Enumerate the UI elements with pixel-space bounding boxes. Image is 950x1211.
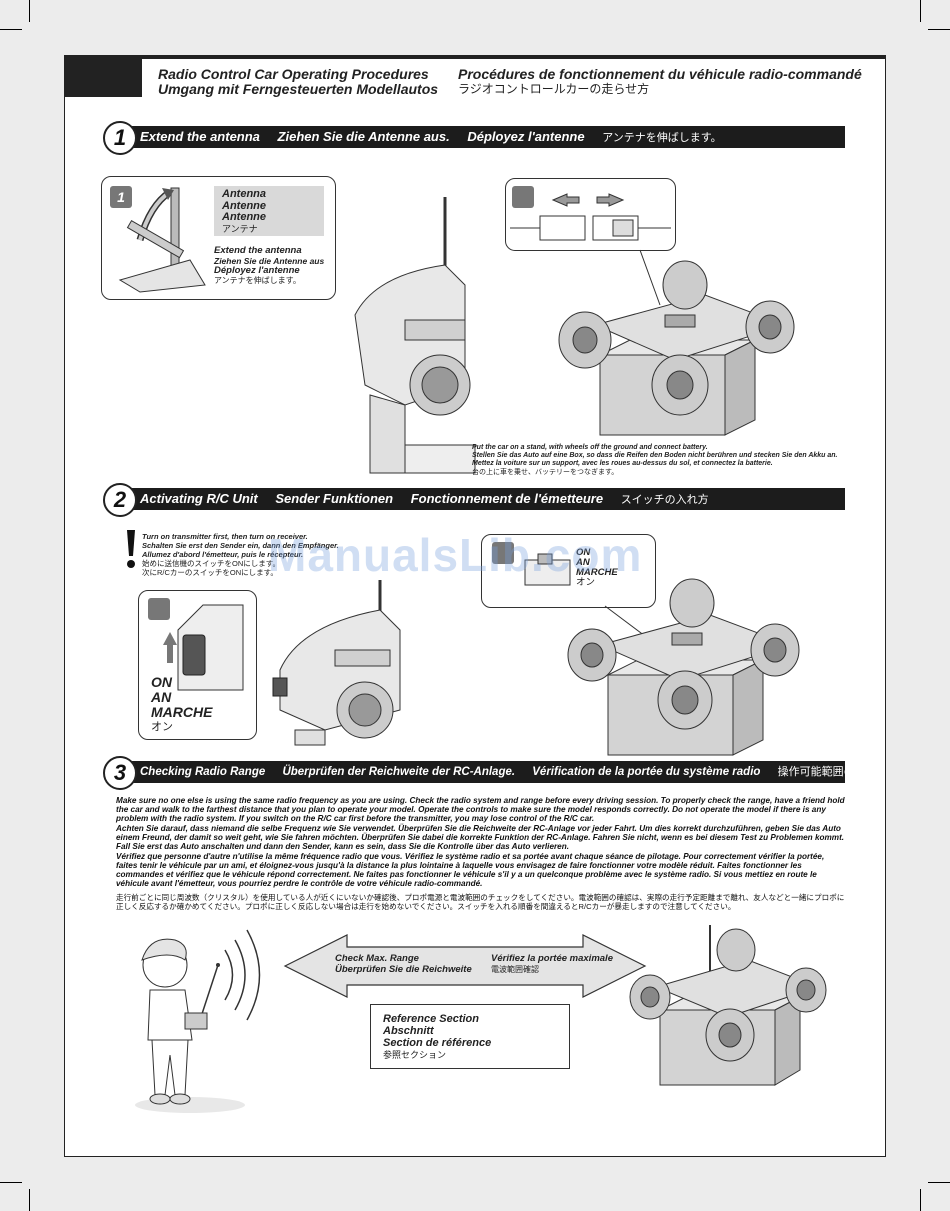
arrow-label-de: Überprüfen Sie die Reichweite <box>335 963 472 975</box>
stand-caption: Put the car on a stand, with wheels off … <box>472 444 838 477</box>
receiver-switch-illustration <box>524 553 571 586</box>
crop-mark <box>920 1189 921 1211</box>
reference-en: Reference Section <box>383 1013 479 1025</box>
step-3-title-jp: 操作可能範囲の確認 <box>777 766 845 778</box>
callout-pointer <box>639 249 661 306</box>
antenna-label-fr: Antenne <box>222 211 266 223</box>
on-label-de-2: AN <box>576 557 590 568</box>
range-paragraph-de: Achten Sie darauf, dass niemand die selb… <box>116 824 845 851</box>
inset-badge: 1 <box>110 186 132 208</box>
step-1-title-fr: Déployez l'antenne <box>467 129 585 144</box>
arrow-label-fr: Vérifiez la portée maximale <box>491 953 613 964</box>
antenna-label: Antenna Antenne Antenne アンテナ <box>222 188 266 235</box>
extend-caption-de: Ziehen Sie die Antenne aus <box>214 256 325 266</box>
range-paragraph-fr: Vérifiez que personne d'autre n'utilise … <box>116 852 825 888</box>
warning-de: Schalten Sie erst den Sender ein, dann d… <box>142 541 339 550</box>
step-3-number: 3 <box>103 756 137 790</box>
step-2-title-en: Activating R/C Unit <box>140 491 258 506</box>
child-with-transmitter-illustration <box>135 929 261 1113</box>
stand-caption-fr: Mettez la voiture sur un support, avec l… <box>472 460 773 468</box>
on-label-jp: オン <box>151 721 173 733</box>
warning-jp-1: 始めに送信機のスイッチをONにします。 <box>142 559 280 568</box>
extend-caption-jp: アンテナを伸ばします。 <box>214 276 301 285</box>
header-rule <box>142 55 886 59</box>
step-3-title-en: Checking Radio Range <box>140 766 266 778</box>
crop-mark <box>0 1182 22 1183</box>
antenna-label-de: Antenne <box>222 199 266 212</box>
switch-illustration <box>163 604 244 691</box>
antenna-label-jp: アンテナ <box>222 223 258 234</box>
on-label-de: AN <box>151 689 172 705</box>
crop-mark <box>928 29 950 30</box>
transmitter-illustration <box>354 197 476 474</box>
on-label-en: ON <box>151 674 172 690</box>
arrow-label-en: Check Max. Range <box>335 953 419 964</box>
car-on-stand-illustration-3 <box>629 925 827 1086</box>
warning-jp-2: 次にR/CカーのスイッチをONにします。 <box>142 568 278 577</box>
step-2-number: 2 <box>103 483 137 517</box>
reference-jp: 参照セクション <box>383 1050 447 1060</box>
on-label-fr-2: MARCHE <box>576 567 618 578</box>
extend-caption: Extend the antenna Ziehen Sie die Antenn… <box>214 246 324 286</box>
crop-mark <box>928 1182 950 1183</box>
stand-caption-de: Stellen Sie das Auto auf eine Box, so da… <box>472 452 838 460</box>
crop-mark <box>29 0 30 22</box>
transmitter-illustration-2 <box>272 580 401 746</box>
step-2-title-fr: Fonctionnement de l'émetteure <box>410 491 604 506</box>
step-3-title-de: Überprüfen der Reichweite der RC-Anlage. <box>282 766 516 778</box>
car-on-stand-illustration <box>558 260 795 436</box>
connector-illustration <box>510 193 671 241</box>
car-on-stand-illustration-2 <box>567 578 800 756</box>
on-labels-right: ON AN MARCHE オン <box>576 548 618 588</box>
title-en: Radio Control Car Operating Procedures <box>158 66 429 82</box>
title-de: Umgang mit Ferngesteuerten Modellautos <box>158 81 439 97</box>
title-fr: Procédures de fonctionnement du véhicule… <box>458 66 862 82</box>
extend-caption-en: Extend the antenna <box>214 245 302 256</box>
warning-text: Turn on transmitter first, then turn on … <box>142 532 339 577</box>
crop-mark <box>920 0 921 22</box>
connector-inset-badge <box>512 186 534 208</box>
on-label-en-2: ON <box>576 547 591 558</box>
switch-inset-badge <box>148 598 170 620</box>
step-3-bar: Checking Radio Range Überprüfen der Reic… <box>120 761 845 783</box>
reference-fr: Section de référence <box>383 1037 492 1049</box>
step-1-number: 1 <box>103 121 137 155</box>
on-labels-left: ON AN MARCHE オン <box>151 675 212 735</box>
stand-caption-en: Put the car on a stand, with wheels off … <box>472 444 708 451</box>
on-label-fr: MARCHE <box>151 704 213 720</box>
crop-mark <box>0 29 22 30</box>
step-1-bar: Extend the antenna Ziehen Sie die Antenn… <box>120 126 845 148</box>
crop-mark <box>29 1189 30 1211</box>
step-2-bar: Activating R/C Unit Sender Funktionen Fo… <box>120 488 845 510</box>
step-2-title-de: Sender Funktionen <box>275 491 394 506</box>
stand-caption-jp: 台の上に車を乗せ、バッテリーをつなぎます。 <box>472 468 619 476</box>
on-label-jp-2: オン <box>576 577 596 588</box>
step-3-title-fr: Vérification de la portée du système rad… <box>532 766 761 778</box>
arrow-label-left: Check Max. Range Überprüfen Sie die Reic… <box>335 953 472 975</box>
arrow-label-jp: 電波範囲確認 <box>491 964 539 974</box>
reference-de: Abschnitt <box>383 1025 434 1037</box>
warning-en: Turn on transmitter first, then turn on … <box>142 532 308 541</box>
range-paragraph-en: Make sure no one else is using the same … <box>116 796 845 823</box>
warning-fr: Allumez d'abord l'émetteur, puis le réce… <box>142 550 304 559</box>
step-1-title-jp: アンテナを伸ばします。 <box>602 132 722 144</box>
antenna-extend-illustration <box>118 187 206 293</box>
watermark: ManualsLib.com <box>268 529 643 581</box>
reference-section-box: Reference Section Abschnitt Section de r… <box>370 1004 570 1069</box>
extend-caption-fr: Déployez l'antenne <box>214 265 300 276</box>
title-jp: ラジオコントロールカーの走らせ方 <box>458 82 650 96</box>
step-2-title-jp: スイッチの入れ方 <box>620 494 709 506</box>
range-paragraph-jp: 走行前ごとに同じ周波数（クリスタル）を使用している人が近くにいないか確認後、プロ… <box>116 893 845 911</box>
range-double-arrow <box>283 934 647 998</box>
warning-exclamation-icon <box>127 530 135 568</box>
header-block <box>64 55 142 97</box>
step-1-title-de: Ziehen Sie die Antenne aus. <box>277 129 450 144</box>
antenna-label-en: Antenna <box>222 188 266 200</box>
arrow-label-right: Vérifiez la portée maximale 電波範囲確認 <box>491 953 613 975</box>
antenna-label-box <box>214 186 324 236</box>
step-1-title-en: Extend the antenna <box>140 129 260 144</box>
receiver-inset-badge <box>492 542 514 564</box>
